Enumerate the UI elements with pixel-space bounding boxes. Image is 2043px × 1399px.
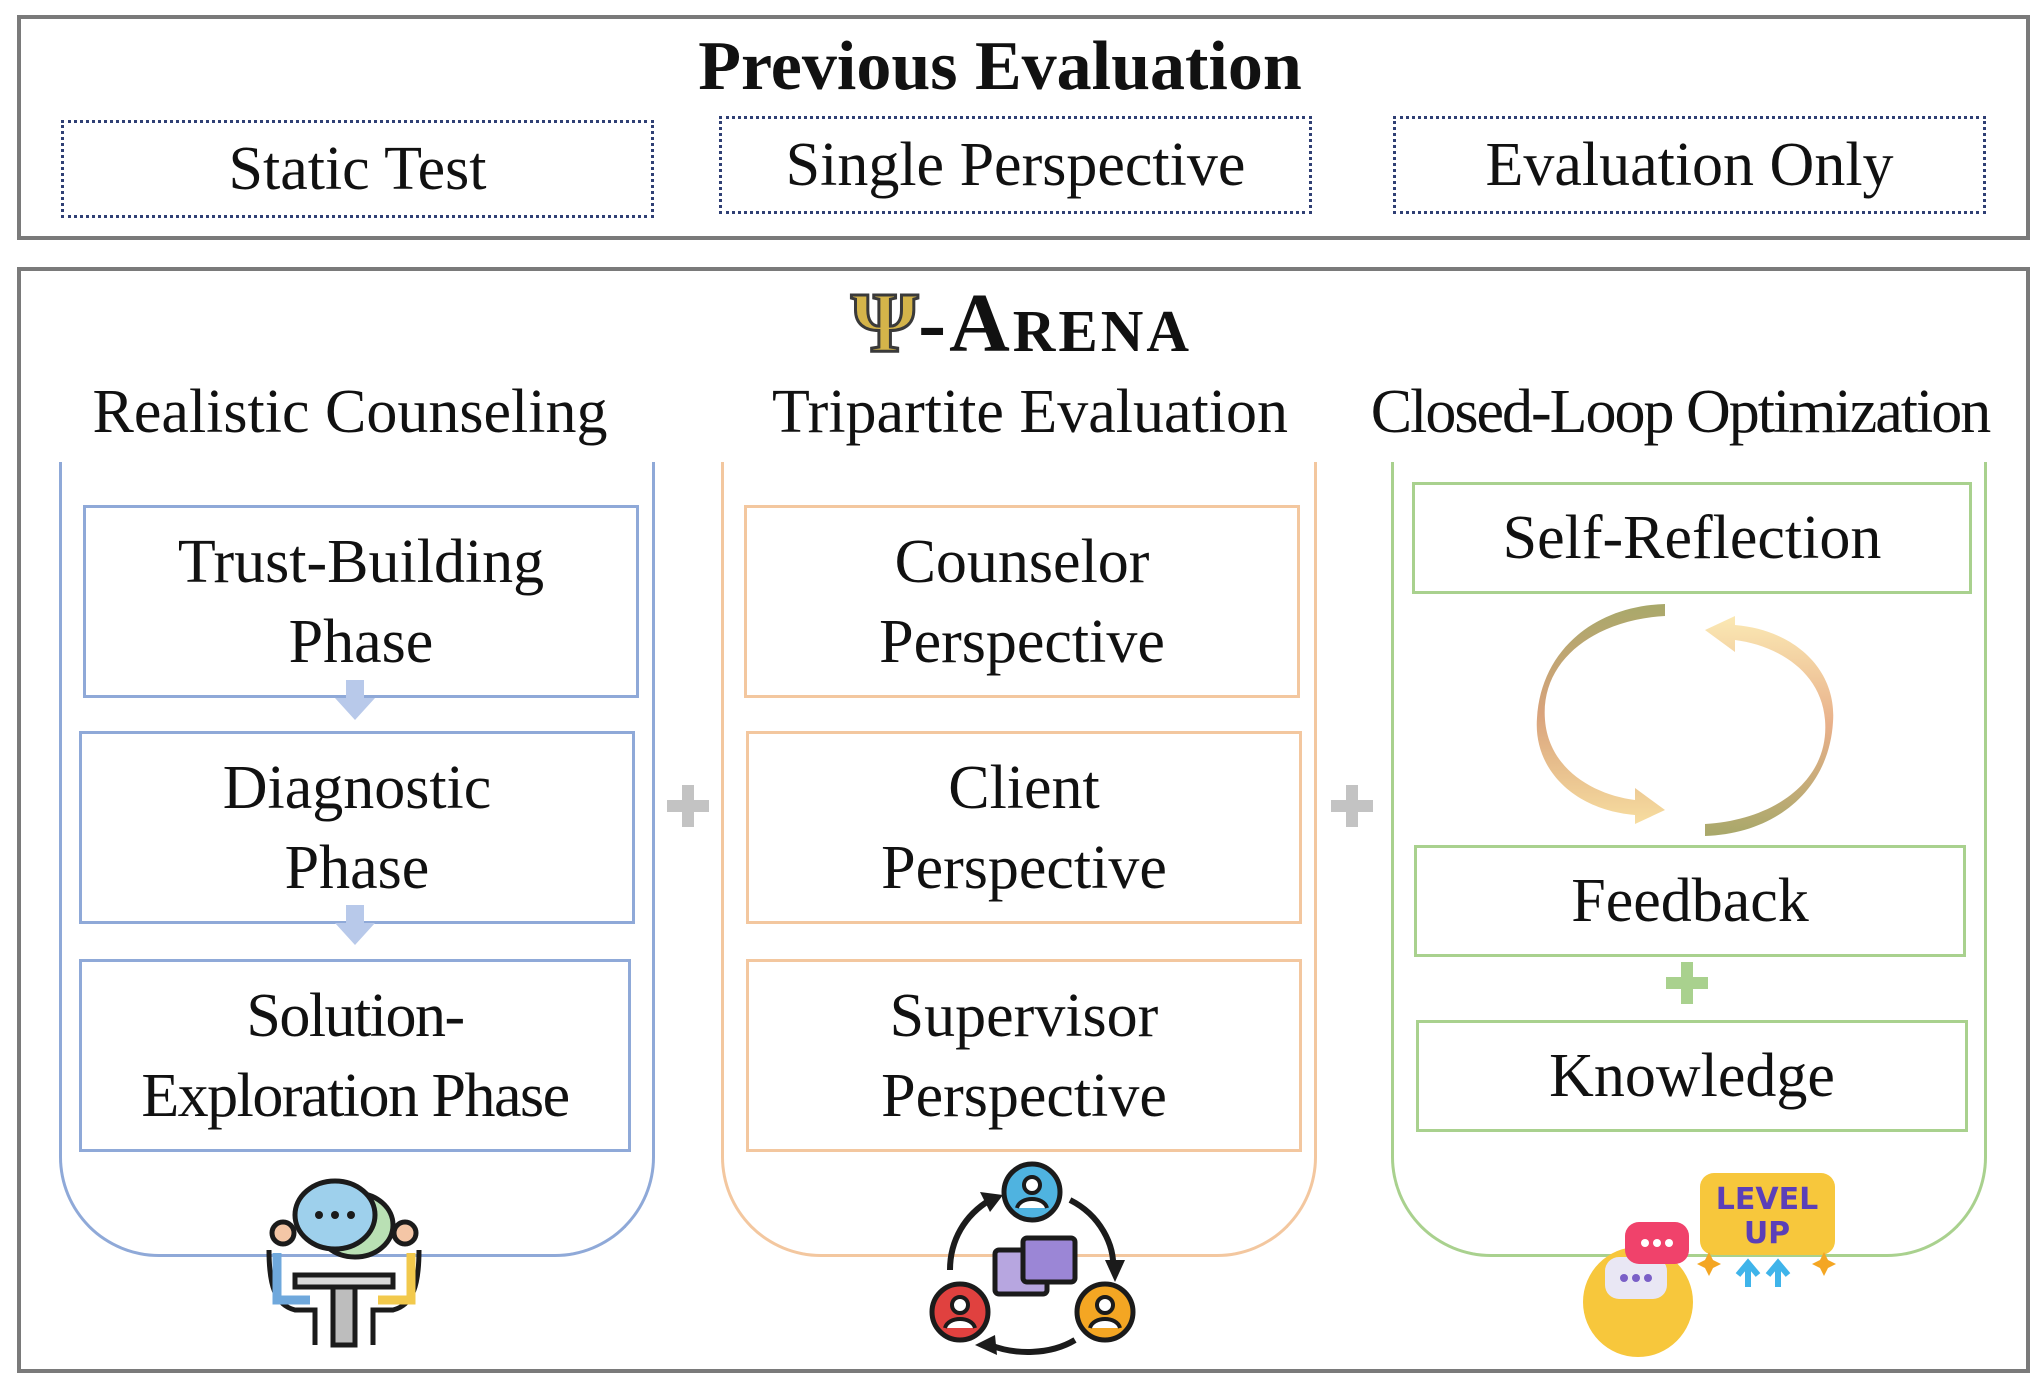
plus-icon [667,785,709,827]
card-line: Perspective [881,1061,1167,1130]
card-line: Counselor [894,527,1150,596]
self-reflection-card: Self-Reflection [1412,482,1972,594]
card-line: Trust-Building [177,527,545,596]
card-line: Phase [288,607,434,676]
previous-evaluation-panel [17,15,2030,240]
heading-realistic-counseling: Realistic Counseling [92,378,608,446]
level-up-text: UP [1744,1216,1790,1251]
diagnostic-phase-card: Diagnostic Phase [79,731,635,924]
counselor-perspective-card: Counselor Perspective [744,505,1300,698]
arena-title: Ψ-Arena [0,272,2043,397]
level-up-text: LEVEL [1716,1182,1818,1217]
single-perspective-label: Single Perspective [785,131,1246,199]
feedback-card: Feedback [1414,845,1966,957]
counseling-table-icon [266,1178,422,1348]
plus-icon [1331,785,1373,827]
card-line: Solution- [246,981,465,1050]
previous-evaluation-title: Previous Evaluation [698,28,1302,105]
down-arrow-icon [335,680,375,720]
card-line: Perspective [881,833,1167,902]
plus-icon [1666,962,1708,1004]
card-line: Perspective [879,607,1165,676]
level-up-chat-icon: LEVEL UP [1583,1173,1836,1357]
arena-title-text: -Arena [918,277,1192,370]
psi-logo-icon: Ψ [850,273,920,372]
single-perspective-box: Single Perspective [719,116,1312,214]
evaluation-only-box: Evaluation Only [1393,116,1986,214]
card-line: Diagnostic [222,753,492,822]
card-line: Knowledge [1549,1042,1835,1110]
heading-tripartite-evaluation: Tripartite Evaluation [771,378,1288,446]
client-perspective-card: Client Perspective [746,731,1302,924]
card-line: Feedback [1571,867,1809,935]
supervisor-perspective-card: Supervisor Perspective [746,959,1302,1152]
knowledge-card: Knowledge [1416,1020,1968,1132]
static-test-label: Static Test [228,135,487,203]
card-line: Phase [284,833,430,902]
closed-loop-optimization-frame [1391,462,1987,1257]
evaluation-only-label: Evaluation Only [1485,131,1894,199]
card-line: Supervisor [889,981,1159,1050]
three-person-cycle-icon [929,1161,1136,1355]
card-line: Self-Reflection [1502,504,1882,572]
static-test-box: Static Test [61,120,654,218]
solution-exploration-phase-card: Solution- Exploration Phase [79,959,631,1152]
cycle-arrows-icon [1536,604,1834,836]
down-arrow-icon [335,905,375,945]
trust-building-phase-card: Trust-Building Phase [83,505,639,698]
card-line: Exploration Phase [141,1061,570,1130]
psi-arena-panel [17,267,2030,1373]
card-line: Client [948,753,1100,822]
heading-closed-loop-optimization: Closed-Loop Optimization [1370,378,1991,446]
